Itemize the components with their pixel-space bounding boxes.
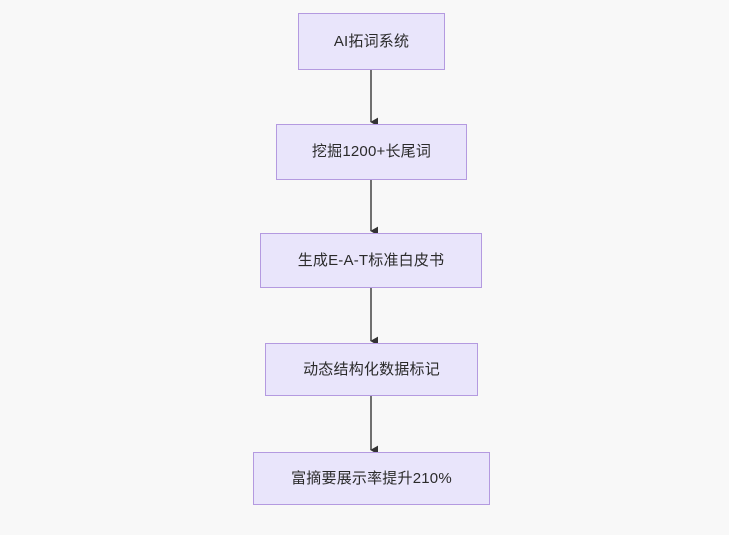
flow-node-label: AI拓词系统 <box>333 32 410 50</box>
flow-node-ai-keyword-system[interactable]: AI拓词系统 <box>298 13 445 70</box>
flow-node-label: 生成E-A-T标准白皮书 <box>297 251 445 269</box>
flow-node-mine-longtail-keywords[interactable]: 挖掘1200+长尾词 <box>276 124 467 180</box>
flow-node-label: 挖掘1200+长尾词 <box>311 143 432 160</box>
flow-node-rich-snippet-rate-increase[interactable]: 富摘要展示率提升210% <box>253 452 490 505</box>
flow-node-label: 动态结构化数据标记 <box>303 360 440 378</box>
flow-node-label: 富摘要展示率提升210% <box>291 469 452 487</box>
flow-node-dynamic-structured-data-markup[interactable]: 动态结构化数据标记 <box>265 343 478 396</box>
flow-node-generate-eat-whitepaper[interactable]: 生成E-A-T标准白皮书 <box>260 233 482 288</box>
